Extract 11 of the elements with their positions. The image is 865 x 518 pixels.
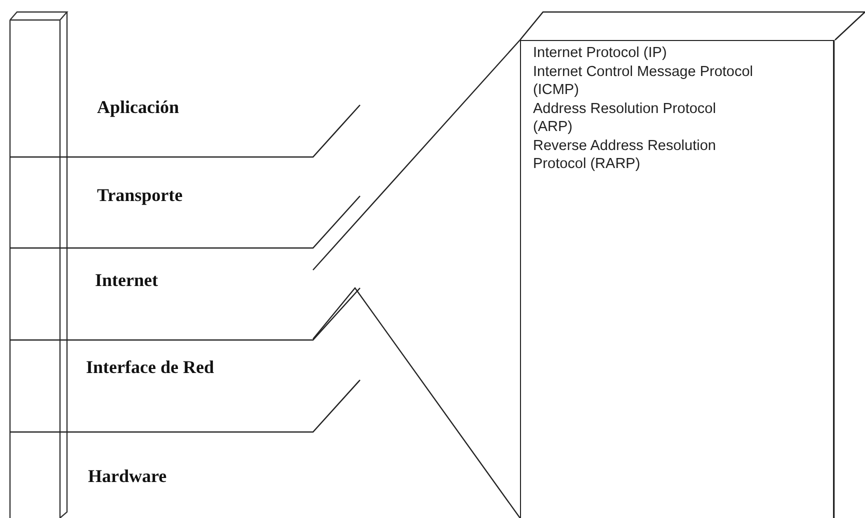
layer-label: Interface de Red [86,357,214,378]
protocol-text: Address Resolution Protocol (ARP) [533,100,717,136]
protocol-text: Internet Control Message Protocol (ICMP) [533,62,754,100]
zoom-line [312,40,520,270]
layer-label: Aplicación [97,97,180,118]
zoom-line [312,287,520,518]
layer-label: Internet [95,270,158,291]
layer-label: Hardware [88,466,167,487]
layer-label: Transporte [97,185,183,206]
protocol-text: Internet Protocol (IP) [533,44,668,62]
protocol-text: Reverse Address Resolution Protocol (RARP) [533,136,717,174]
